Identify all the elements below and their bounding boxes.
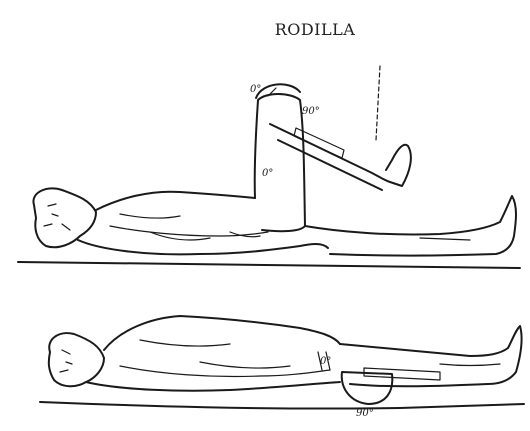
lower-leg-1: [270, 124, 411, 186]
reference-line: [376, 66, 380, 140]
torso-1: [96, 192, 255, 210]
arm-1: [110, 226, 268, 236]
floor-line-1: [18, 262, 520, 268]
arm-2: [120, 366, 330, 377]
angle-label-90-2: 90°: [356, 408, 374, 419]
straight-leg-1: [305, 196, 516, 256]
angle-label-top-left: 0°: [250, 84, 261, 95]
figure-supine-knee-flexion: 0° 90° 0°: [18, 66, 520, 268]
floor-line-2: [40, 402, 524, 409]
angle-label-90: 90°: [302, 106, 320, 117]
leg-2: [340, 326, 522, 386]
thigh-1: [255, 94, 305, 231]
angle-label-zero-2: 0°: [320, 356, 331, 367]
head-1: [33, 188, 96, 247]
figure-prone-knee-flexion: 0° 90°: [40, 316, 524, 419]
head-2: [49, 333, 104, 386]
angle-label-zero: 0°: [262, 168, 273, 179]
